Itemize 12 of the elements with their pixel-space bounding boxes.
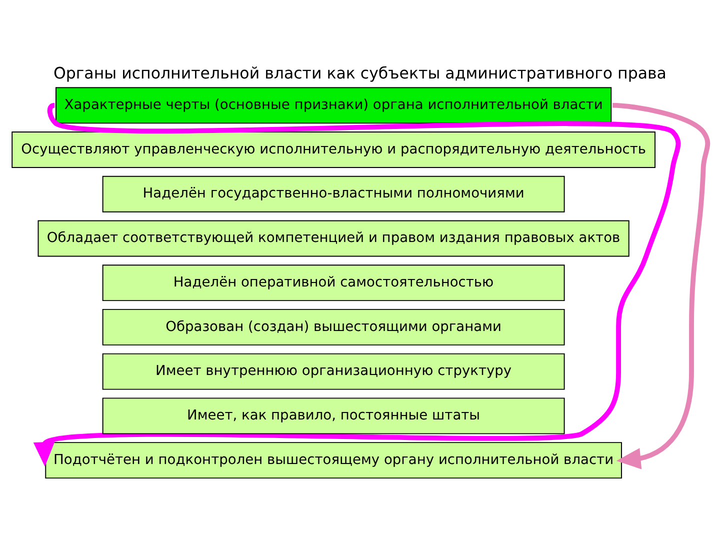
node-box: Наделён оперативной самостоятельностью	[102, 264, 565, 302]
arrow	[612, 102, 710, 470]
node-box: Образован (создан) вышестоящими органами	[102, 308, 565, 346]
node-box: Характерные черты (основные признаки) органа исполнительной власти	[56, 87, 612, 124]
node-box: Наделён государственно-властными полномочиями	[102, 176, 565, 212]
node-box: Осуществляют управленческую исполнительную и распорядительную деятельность	[12, 131, 656, 168]
node-box: Имеет внутреннюю организационную структуру	[102, 353, 565, 390]
diagram-title: Органы исполнительной власти как субъекты административного права	[53, 64, 666, 83]
node-box: Обладает соответствующей компетенцией и правом издания правовых актов	[38, 220, 630, 257]
node-box: Подотчётен и подконтролен вышестоящему органу исполнительной власти	[45, 442, 622, 479]
arrow	[33, 104, 680, 466]
node-box: Имеет, как правило, постоянные штаты	[102, 398, 565, 434]
